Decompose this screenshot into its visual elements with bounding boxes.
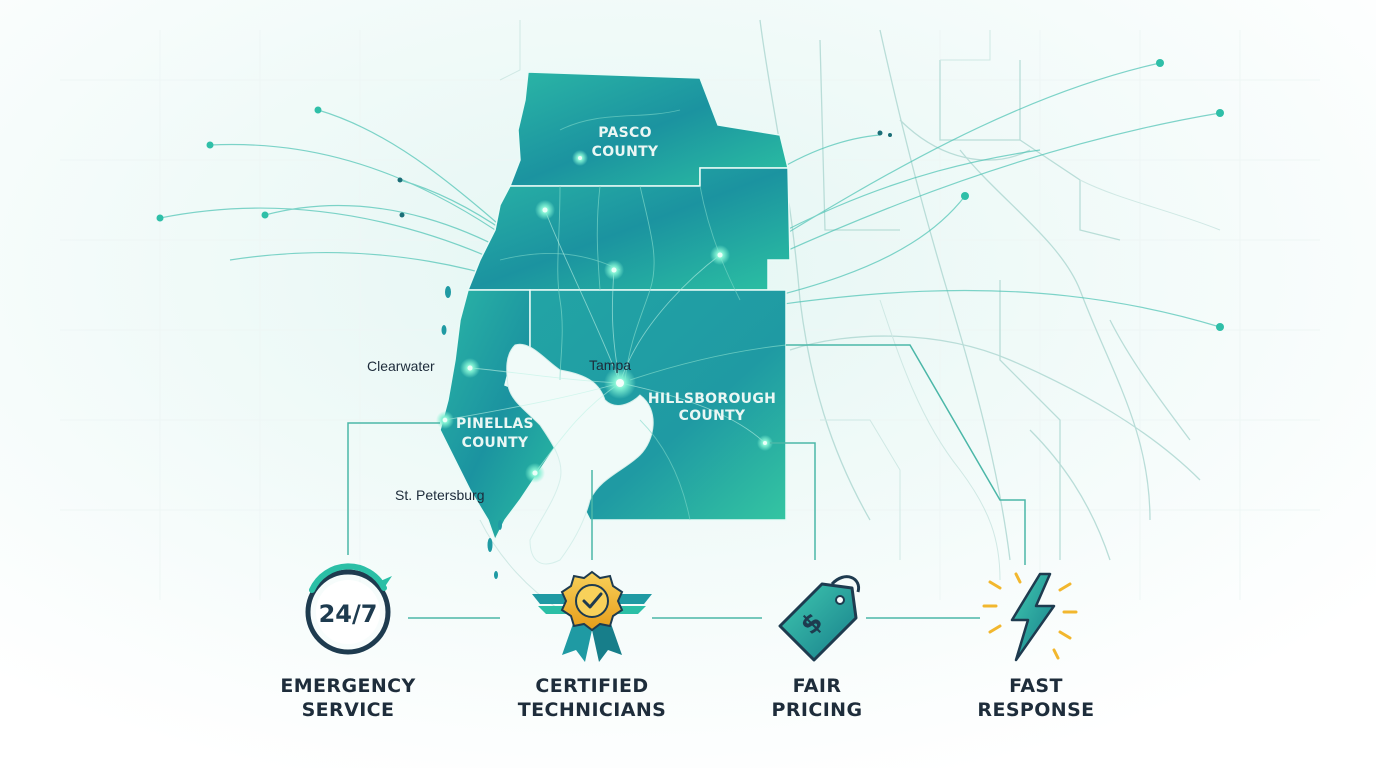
north-band-shape (466, 167, 791, 291)
map-hotspots (436, 150, 773, 483)
feature-title-certified-line2: TECHNICIANS (518, 699, 666, 721)
clock-24-7-icon: 24/7 (305, 563, 392, 655)
certified-badge-icon (532, 570, 652, 662)
price-tag-icon: $ (778, 575, 861, 662)
feature-title-emergency-line2: SERVICE (302, 699, 395, 721)
svg-text:24/7: 24/7 (319, 600, 378, 628)
pinellas-county-suffix: COUNTY (462, 435, 529, 451)
city-label-tampa: Tampa (589, 357, 631, 373)
hillsborough-county-label: HILLSBOROUGH (648, 391, 776, 407)
tampa-hub-lines (444, 209, 766, 474)
feature-title-response-line2: RESPONSE (977, 699, 1094, 721)
network-nodes (156, 59, 1224, 331)
feature-title-pricing-line2: PRICING (772, 699, 863, 721)
hillsborough-county-suffix: COUNTY (679, 408, 746, 424)
feature-title-response-line1: FAST (1009, 675, 1063, 697)
lightning-bolt-icon (982, 572, 1078, 662)
road-network (479, 19, 1221, 611)
city-label-st-petersburg: St. Petersburg (395, 487, 485, 503)
feature-title-certified-line1: CERTIFIED (535, 675, 648, 697)
pinellas-county-label: PINELLAS (456, 416, 534, 432)
feature-connectors (347, 344, 1026, 619)
feature-title-pricing-line1: FAIR (793, 675, 842, 697)
tampa-bay-water (506, 343, 654, 565)
pasco-county-suffix: COUNTY (592, 144, 659, 160)
feature-title-emergency-line1: EMERGENCY (280, 675, 415, 697)
city-label-clearwater: Clearwater (367, 358, 435, 374)
pasco-county-label: PASCO (598, 125, 652, 141)
